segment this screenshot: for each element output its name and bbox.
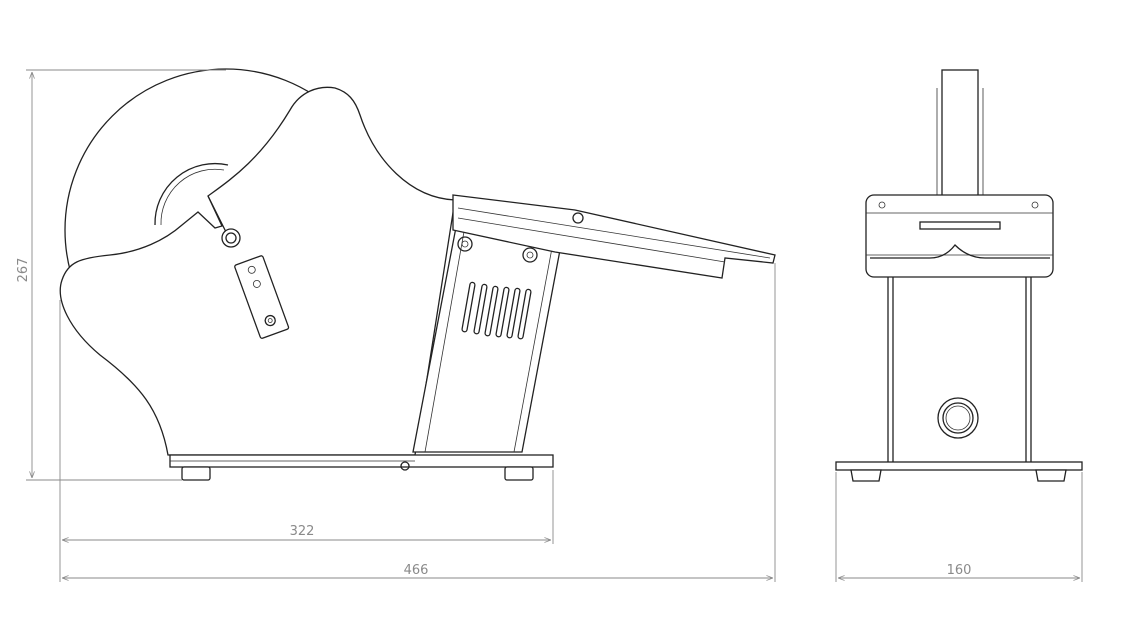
mounting-bracket <box>234 255 290 339</box>
foot <box>1035 469 1067 482</box>
roll-edge <box>941 69 979 201</box>
vent-slots <box>461 281 532 340</box>
roll-core <box>154 162 229 226</box>
dimension-overall-length: 466 <box>404 563 429 578</box>
side-view <box>59 68 776 481</box>
front-view <box>835 69 1083 482</box>
roller-bolt <box>221 228 241 248</box>
foot <box>181 466 211 481</box>
foot <box>850 469 882 482</box>
roller-hub <box>937 397 979 439</box>
dimension-height: 267 <box>16 258 31 283</box>
dimension-width: 160 <box>947 563 972 578</box>
head-unit <box>865 194 1054 278</box>
dimension-base-length: 322 <box>290 524 315 539</box>
foot <box>504 466 534 481</box>
base-plate-front <box>835 461 1083 471</box>
dimensions: 267 322 466 160 <box>16 69 1083 582</box>
